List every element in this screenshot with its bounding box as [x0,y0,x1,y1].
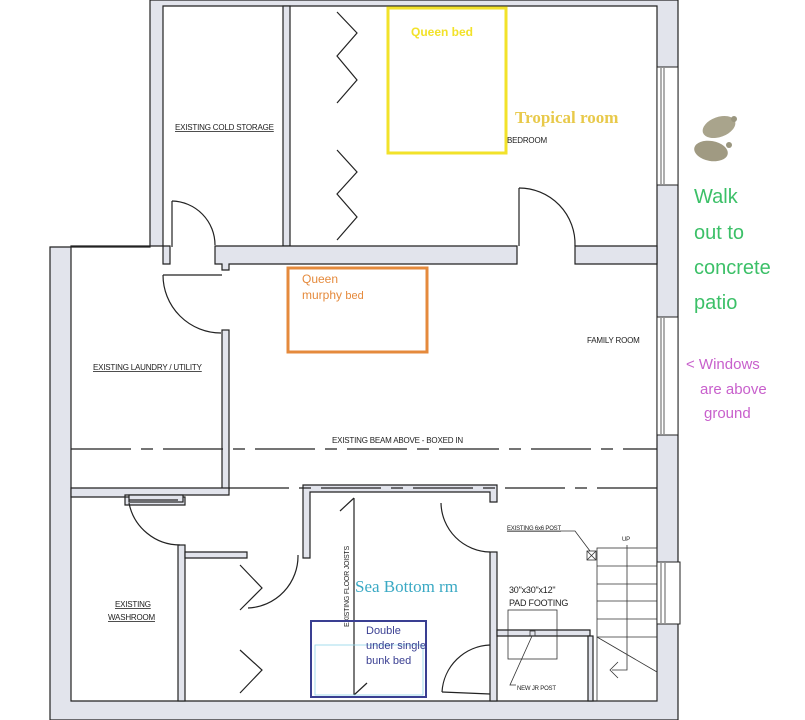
sea-bottom-label: Sea Bottom rm [355,577,458,596]
footprints-icon [694,115,737,162]
existing-post [507,530,597,561]
staircase [596,545,658,702]
washroom-door [128,499,181,546]
bunk-bed-box [310,620,427,698]
bifold-door [336,11,358,104]
pad-footing [507,609,558,660]
queen-bed-box [386,6,508,155]
label-joists: EXISTING FLOOR JOISTS [344,545,351,627]
label-footing-1: 30"x30"x12" [509,585,555,595]
laundry-wall [221,329,230,491]
sea-bottom-right-wall [489,551,498,702]
walk-label-1: Walk [694,186,738,208]
bunk-label-1: Double [366,625,401,637]
walk-label-3: concrete [694,257,771,279]
washroom-wall [177,544,186,702]
label-up: UP [622,537,630,543]
small-room-top-wall [496,629,591,637]
label-cold-storage: EXISTING COLD STORAGE [175,123,274,132]
windows-label-3: ground [704,405,751,422]
windows-label-1: < Windows [686,356,760,373]
murphy-label-line: murphy bed [302,288,364,302]
laundry-bottom-wall [70,487,230,506]
sea-bottom-wall [302,484,498,559]
label-washroom-1: EXISTING [115,600,151,609]
murphy-label-2: murphy [302,288,343,302]
murphy-bed-box [286,266,429,354]
label-jr-post: NEW JR POST [517,686,556,692]
sea-bottom-door [440,502,491,553]
murphy-label-1: Queen [302,272,339,286]
walk-label-4: patio [694,292,738,314]
label-bedroom: BEDROOM [507,136,547,145]
hall-door [247,554,299,609]
bifold-door [336,149,358,241]
bifold-door [239,564,263,611]
label-beam: EXISTING BEAM ABOVE - BOXED IN [332,436,463,445]
wall-stub [128,494,184,503]
bunk-label-3: bunk bed [366,655,412,667]
laundry-door [162,274,222,334]
label-laundry: EXISTING LAUNDRY / UTILITY [93,363,203,372]
cold-storage-door [171,200,216,247]
bedroom-door [518,187,576,247]
tropical-room-label: Tropical room [515,108,619,127]
label-washroom-2: WASHROOM [108,613,156,622]
bunk-bed-inner [314,644,424,696]
small-room-door [441,644,491,695]
windows-label-2: are above [700,381,767,398]
walk-label-2: out to [694,222,745,244]
stair-window [656,561,681,625]
label-post: EXISTING 6x6 POST [507,526,561,532]
closet-top-wall [184,551,248,559]
label-family-room: FAMILY ROOM [587,336,640,345]
bedroom-wall [162,245,658,271]
cold-storage-wall [282,5,291,247]
bifold-door [239,649,263,694]
stair-wall [587,635,594,702]
bedroom-window [656,66,679,186]
label-footing-2: PAD FOOTING [509,598,568,608]
murphy-label-3: bed [345,290,364,302]
bunk-label-2: under single [366,640,426,652]
family-room-window [656,316,679,436]
queen-bed-label: Queen bed [411,25,474,39]
jr-post [529,630,536,637]
